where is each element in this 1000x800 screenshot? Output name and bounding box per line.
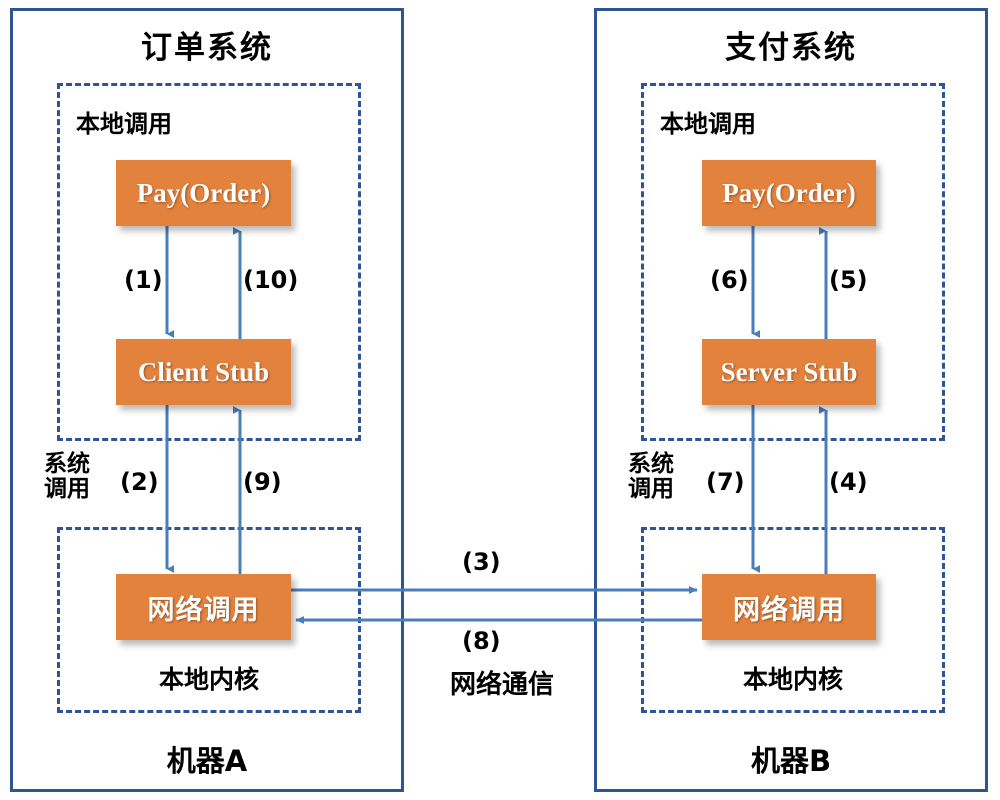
local-kernel-label-b: 本地内核 [742, 665, 843, 694]
step-label-6: (6) [710, 266, 749, 294]
node-client-stub-label: Client Stub [137, 356, 270, 387]
network-communication-label: 网络通信 [449, 670, 554, 700]
node-server-stub-label: Server Stub [720, 356, 858, 387]
step-label-8: (8) [462, 627, 501, 655]
syscall-label-a-line1: 系统 [44, 451, 90, 477]
node-pay-order-b-label: Pay(Order) [722, 177, 856, 208]
local-call-region-b [641, 83, 945, 441]
node-network-call-a-label: 网络调用 [147, 594, 260, 626]
syscall-label-b-line1: 系统 [628, 451, 674, 477]
node-client-stub[interactable]: Client Stub [116, 339, 291, 405]
step-label-3: (3) [462, 548, 501, 576]
step-label-2: (2) [120, 468, 159, 496]
step-label-4: (4) [829, 468, 868, 496]
local-call-region-a [57, 83, 361, 441]
syscall-label-b-line2: 调用 [628, 475, 674, 502]
node-pay-order-a[interactable]: Pay(Order) [116, 160, 291, 226]
system-title-a: 订单系统 [141, 30, 273, 66]
machine-a-label: 机器A [166, 744, 248, 778]
node-pay-order-b[interactable]: Pay(Order) [702, 160, 876, 226]
node-server-stub[interactable]: Server Stub [702, 339, 876, 405]
syscall-label-a: 系统 调用 [44, 452, 90, 502]
step-label-5: (5) [829, 266, 868, 294]
node-network-call-a[interactable]: 网络调用 [116, 574, 291, 640]
node-network-call-b-label: 网络调用 [733, 594, 845, 626]
step-label-1: (1) [124, 266, 163, 294]
step-label-7: (7) [706, 468, 745, 496]
node-network-call-b[interactable]: 网络调用 [702, 574, 876, 640]
node-pay-order-a-label: Pay(Order) [136, 177, 271, 208]
local-kernel-label-a: 本地内核 [158, 665, 259, 694]
syscall-label-b: 系统 调用 [628, 452, 674, 502]
step-label-10: (10) [243, 266, 299, 294]
local-call-label-b: 本地调用 [660, 110, 756, 138]
step-label-9: (9) [243, 468, 282, 496]
system-title-b: 支付系统 [725, 30, 857, 66]
local-call-label-a: 本地调用 [76, 110, 172, 138]
syscall-label-a-line2: 调用 [44, 475, 90, 502]
machine-b-label: 机器B [750, 744, 832, 778]
